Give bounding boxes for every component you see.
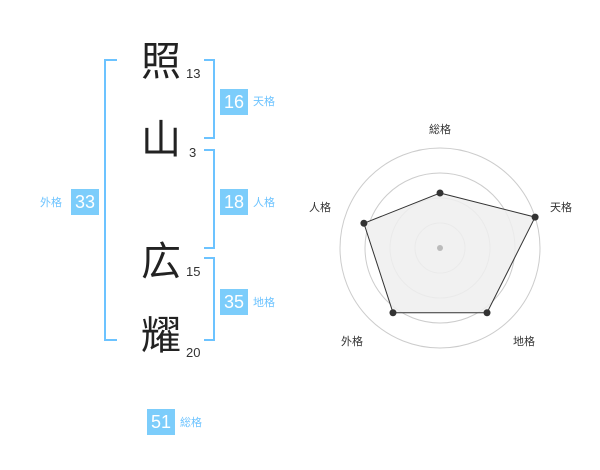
soukaku-label: 総格: [180, 416, 202, 429]
jinkaku-score: 18: [220, 189, 248, 215]
chikaku-label: 地格: [253, 296, 275, 309]
tenkaku-label: 天格: [253, 95, 275, 108]
radar-point-3: [483, 309, 491, 317]
radar-label-chikaku: 地格: [513, 335, 535, 348]
radar-label-tenkaku: 天格: [550, 201, 572, 214]
radar-label-gaikaku: 外格: [341, 335, 363, 348]
chikaku-bracket: [204, 257, 215, 341]
name-char-4: 耀: [141, 313, 181, 359]
gaikaku-bracket: [104, 59, 117, 341]
radar-ring: [339, 147, 541, 349]
stroke-count-3: 15: [186, 264, 201, 279]
gaikaku-label: 外格: [40, 196, 62, 209]
gaikaku-score: 33: [71, 189, 99, 215]
radar-polygon: [363, 192, 536, 314]
radar-point-4: [389, 309, 397, 317]
radar-center: [437, 245, 443, 251]
name-char-3: 広: [141, 239, 181, 285]
radar-point-5: [360, 219, 368, 227]
tenkaku-score: 16: [220, 89, 248, 115]
jinkaku-label: 人格: [253, 196, 275, 209]
radar-label-jinkaku: 人格: [309, 201, 331, 214]
radar-point-1: [436, 189, 444, 197]
stroke-count-1: 13: [186, 66, 201, 81]
stroke-count-2: 3: [189, 145, 197, 160]
stroke-count-4: 20: [186, 345, 201, 360]
radar-point-2: [531, 213, 539, 221]
chikaku-score: 35: [220, 289, 248, 315]
tenkaku-bracket: [204, 59, 215, 139]
jinkaku-bracket: [204, 149, 215, 249]
name-char-2: 山: [141, 117, 181, 163]
radar-label-soukaku: 総格: [429, 123, 451, 136]
soukaku-score: 51: [147, 409, 175, 435]
name-char-1: 照: [141, 39, 181, 85]
